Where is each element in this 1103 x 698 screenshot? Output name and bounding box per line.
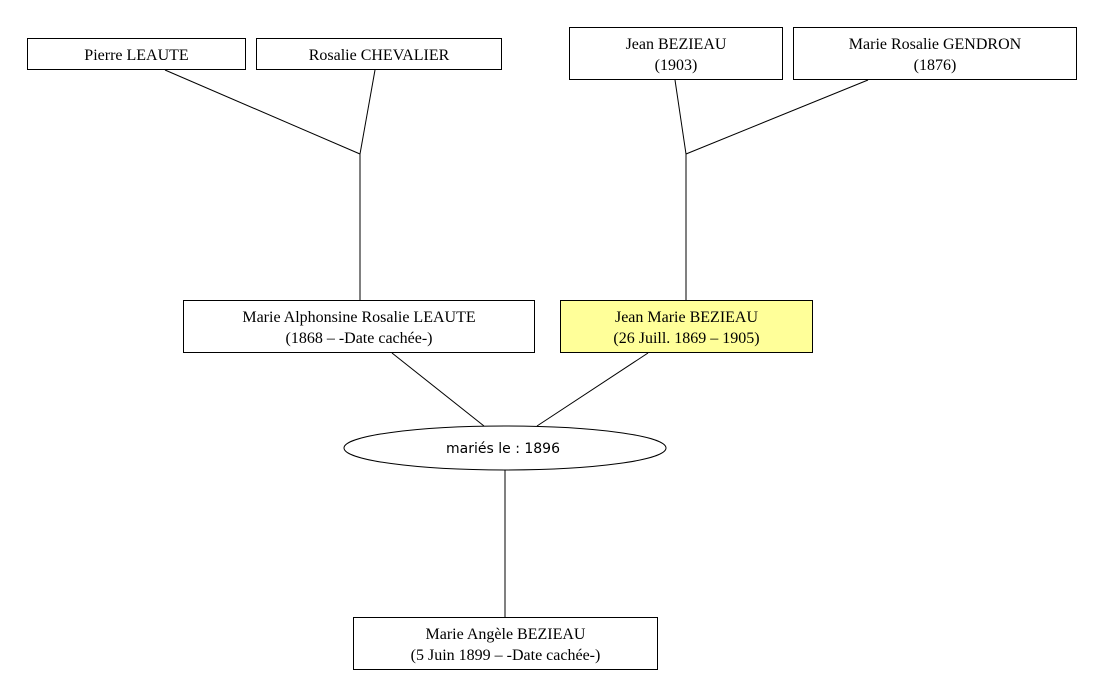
person-pierre-leaute[interactable]: Pierre LEAUTE — [27, 38, 246, 70]
link-pierre-to-junction — [164, 69, 361, 155]
person-box — [183, 300, 535, 353]
person-box — [256, 38, 502, 70]
person-marie-alphonsine-leaute[interactable]: Marie Alphonsine Rosalie LEAUTE (1868 – … — [183, 300, 535, 353]
person-dates: (1868 – -Date cachée-) — [285, 330, 432, 347]
person-rosalie-chevalier[interactable]: Rosalie CHEVALIER — [256, 38, 502, 70]
person-box — [353, 617, 658, 670]
link-marie-alphonsine-to-union — [391, 352, 485, 427]
person-box-highlighted — [560, 300, 813, 353]
person-jean-bezieau-sr[interactable]: Jean BEZIEAU (1903) — [569, 27, 783, 80]
person-name: Marie Alphonsine Rosalie LEAUTE — [242, 309, 475, 326]
person-name: Pierre LEAUTE — [84, 47, 188, 64]
link-gendron-to-junction — [685, 79, 869, 155]
person-dates: (1876) — [914, 57, 957, 74]
union-label: mariés le : 1896 — [446, 441, 560, 457]
link-jean-marie-to-union — [536, 352, 649, 427]
person-box — [27, 38, 246, 70]
person-box — [793, 27, 1077, 80]
person-name: Jean BEZIEAU — [626, 36, 727, 53]
person-jean-marie-bezieau[interactable]: Jean Marie BEZIEAU (26 Juill. 1869 – 190… — [560, 300, 813, 353]
link-jean-sr-to-junction — [674, 79, 687, 155]
person-marie-rosalie-gendron[interactable]: Marie Rosalie GENDRON (1876) — [793, 27, 1077, 80]
person-name: Rosalie CHEVALIER — [309, 47, 450, 64]
person-name: Jean Marie BEZIEAU — [615, 309, 759, 326]
person-dates: (26 Juill. 1869 – 1905) — [613, 330, 759, 347]
union-ellipse — [343, 425, 667, 471]
tree-links — [164, 69, 869, 617]
union-node[interactable]: mariés le : 1896 — [343, 425, 667, 471]
person-box — [569, 27, 783, 80]
person-name: Marie Rosalie GENDRON — [849, 36, 1022, 53]
person-marie-angele-bezieau[interactable]: Marie Angèle BEZIEAU (5 Juin 1899 – -Dat… — [353, 617, 658, 670]
person-dates: (5 Juin 1899 – -Date cachée-) — [411, 647, 601, 664]
person-name: Marie Angèle BEZIEAU — [426, 626, 586, 643]
link-rosalie-to-junction — [359, 69, 376, 155]
person-dates: (1903) — [655, 57, 698, 74]
